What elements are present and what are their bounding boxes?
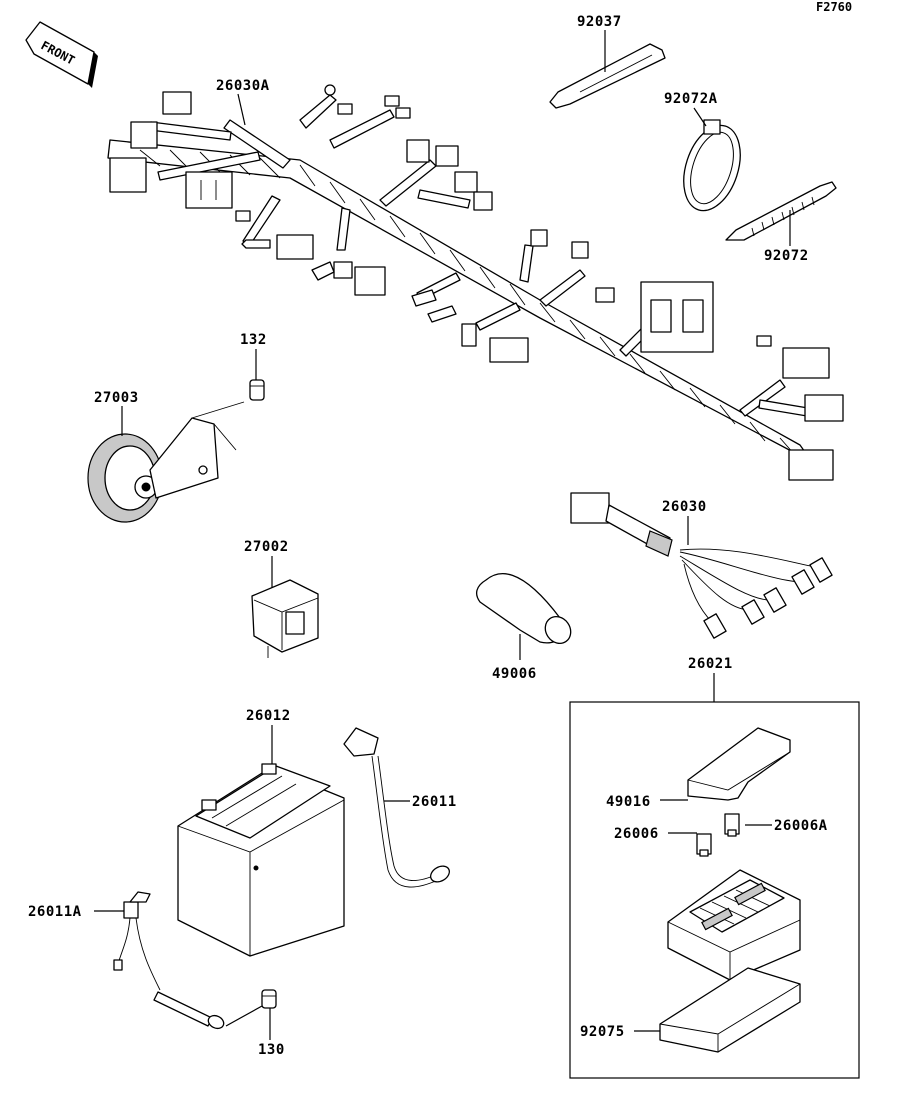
callout-26006A: 26006A [774, 818, 828, 834]
leader-92072A [693, 107, 707, 127]
callout-130: 130 [258, 1042, 285, 1058]
cover-49006[interactable] [475, 572, 576, 649]
horn-27003[interactable] [87, 401, 245, 523]
callout-92075: 92075 [580, 1024, 625, 1040]
fuse-26006[interactable] [696, 833, 712, 857]
callout-26011-text: 26011 [412, 794, 457, 810]
callout-26030: 26030 [662, 499, 707, 515]
sub-harness-26030[interactable] [570, 492, 833, 639]
bolt-130[interactable] [225, 989, 277, 1027]
callout-26006: 26006 [614, 826, 659, 842]
callout-26021: 26021 [688, 656, 733, 672]
callout-132: 132 [240, 332, 267, 348]
main-wiring-harness[interactable] [107, 84, 844, 481]
callout-27002: 27002 [244, 539, 289, 555]
junction-box-body[interactable] [667, 869, 801, 981]
cable-26011A[interactable] [113, 891, 226, 1031]
figure-id: F2760 [816, 0, 852, 14]
cover-49016[interactable] [687, 727, 791, 801]
callout-92072: 92072 [764, 248, 809, 264]
fuse-26006A[interactable] [724, 813, 740, 837]
callout-26030A: 26030A [216, 78, 270, 94]
callout-49016: 49016 [606, 794, 651, 810]
front-arrow-badge: FRONT [25, 21, 98, 88]
band-92072[interactable] [725, 181, 837, 241]
callout-27003: 27003 [94, 390, 139, 406]
callout-92072A: 92072A [664, 91, 718, 107]
bolt-132[interactable] [249, 379, 265, 401]
cover-92075[interactable] [659, 967, 801, 1053]
relay-27002[interactable] [251, 579, 319, 658]
cable-26011[interactable] [343, 727, 452, 888]
callout-26012-text: 26012 [246, 708, 291, 724]
callout-92037: 92037 [577, 14, 622, 30]
leader-26030A [237, 93, 246, 126]
junction-box-group-frame [569, 701, 860, 1079]
band-92037[interactable] [549, 43, 666, 109]
clamp-92072A[interactable] [674, 118, 751, 218]
battery-26012[interactable] [177, 763, 345, 957]
callout-26011A: 26011A [28, 904, 82, 920]
callout-49006: 49006 [492, 666, 537, 682]
